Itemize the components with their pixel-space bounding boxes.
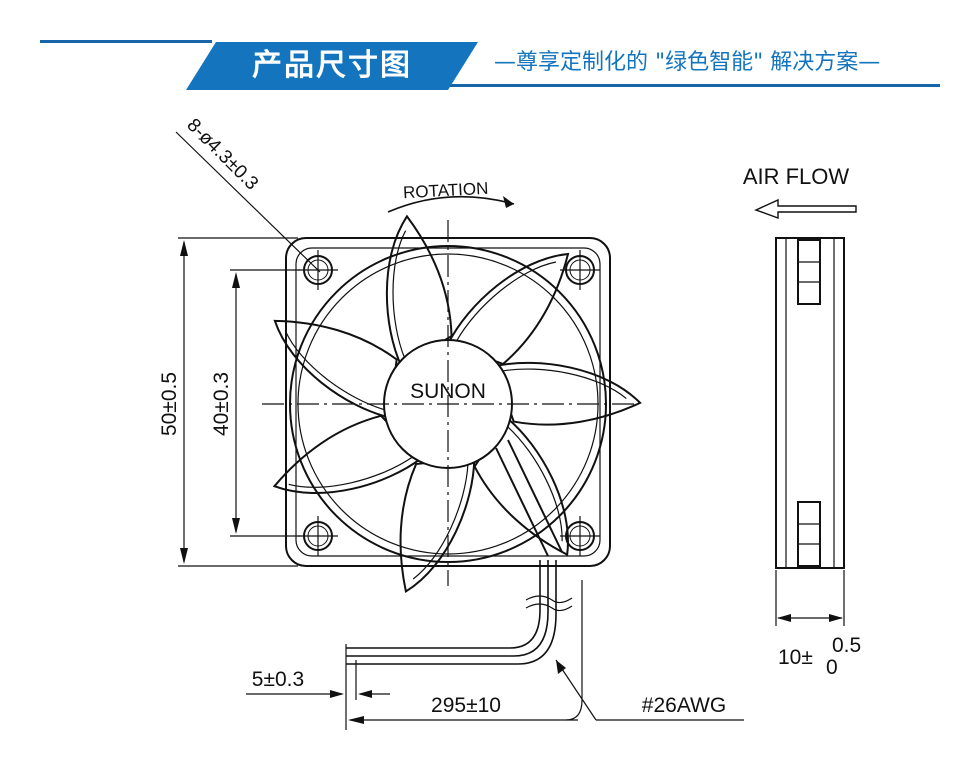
outer-dim-label: 50±0.5 [158,372,181,436]
hole-pitch-label: 40±0.3 [210,372,233,436]
page-slogan: —尊享定制化的 "绿色智能" 解决方案— [494,50,881,75]
strip-dim-arrows-icon [330,690,372,698]
hole-leader-line [175,131,321,273]
thickness-lower-tol: 0 [826,656,838,679]
fan-strut [495,439,563,557]
header-left-rule [40,40,212,43]
header-title-tab [186,42,478,90]
airflow-arrow-icon [754,198,857,219]
fan-side-view [775,237,845,626]
thickness-upper-tol: 0.5 [832,634,861,657]
wire-gauge-label: #26AWG [642,694,726,717]
lead-wires [346,560,573,665]
gauge-arrow-icon [556,660,566,674]
thickness-dim-arrows-icon [777,614,843,622]
brand-logo: SUNON [410,380,486,403]
hole-spec-label: 8-ø4.3±0.3 [182,115,262,195]
rotation-label: ROTATION [403,179,489,202]
hole-pitch-dimension [230,269,300,537]
header-right-rule [450,84,940,87]
strip-dim-label: 5±0.3 [252,668,304,691]
strip-dimension [246,644,390,730]
fan-front-view [262,215,642,593]
page-header: 产品尺寸图 —尊享定制化的 "绿色智能" 解决方案— [0,0,980,100]
airflow-label: AIR FLOW [743,164,850,189]
center-lines [262,220,636,586]
page-title: 产品尺寸图 [252,48,412,83]
length-dim-arrow-icon [348,716,364,724]
rotation-arrowhead-icon [503,196,514,208]
thickness-base-label: 10± [778,646,813,669]
outer-dimension [178,237,298,567]
lead-length-label: 295±10 [431,694,501,717]
rotation-arrow [387,195,515,213]
